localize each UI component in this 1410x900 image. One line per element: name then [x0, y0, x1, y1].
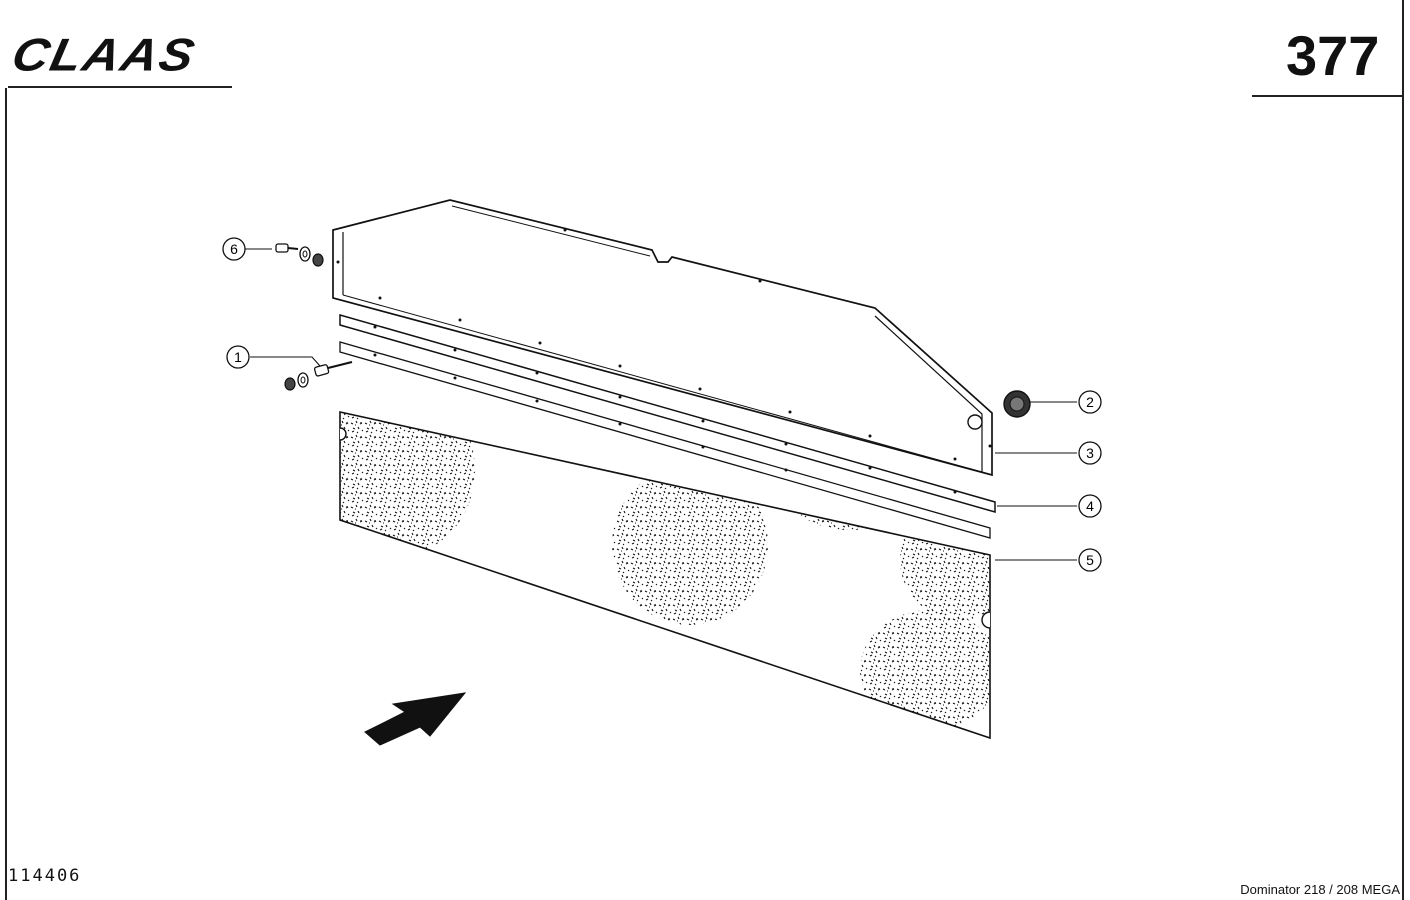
frame-right-border — [1402, 0, 1404, 900]
brand-logo: CLAAS — [8, 18, 236, 90]
direction-arrow-icon — [364, 692, 467, 746]
drawing-reference-number: 114406 — [8, 866, 82, 886]
logo-underline — [8, 86, 232, 88]
callout-label: 5 — [1086, 552, 1094, 568]
callout-5: 5 — [1078, 548, 1102, 572]
callout-label: 2 — [1086, 394, 1094, 410]
nut-icon — [284, 377, 296, 391]
callout-1: 1 — [226, 345, 250, 369]
page-number-underline — [1252, 95, 1402, 97]
callout-label: 3 — [1086, 445, 1094, 461]
callout-2: 2 — [1078, 390, 1102, 414]
bolt-icon — [275, 243, 299, 253]
mounting-strip — [339, 314, 996, 539]
washer-icon — [297, 372, 309, 388]
callout-label: 6 — [230, 241, 238, 257]
model-name: Dominator 218 / 208 MEGA — [1240, 882, 1400, 897]
callout-6: 6 — [222, 237, 246, 261]
plug-icon — [1003, 390, 1031, 418]
nut-icon — [312, 253, 324, 267]
callout-3: 3 — [1078, 441, 1102, 465]
leader-lines — [245, 248, 1077, 561]
bolt-icon — [313, 361, 353, 377]
washer-icon — [299, 246, 311, 262]
frame-left-border — [5, 88, 7, 900]
callout-label: 1 — [234, 349, 242, 365]
callout-label: 4 — [1086, 498, 1094, 514]
side-panel — [332, 199, 993, 477]
callout-4: 4 — [1078, 494, 1102, 518]
page-number: 377 — [1286, 24, 1380, 87]
